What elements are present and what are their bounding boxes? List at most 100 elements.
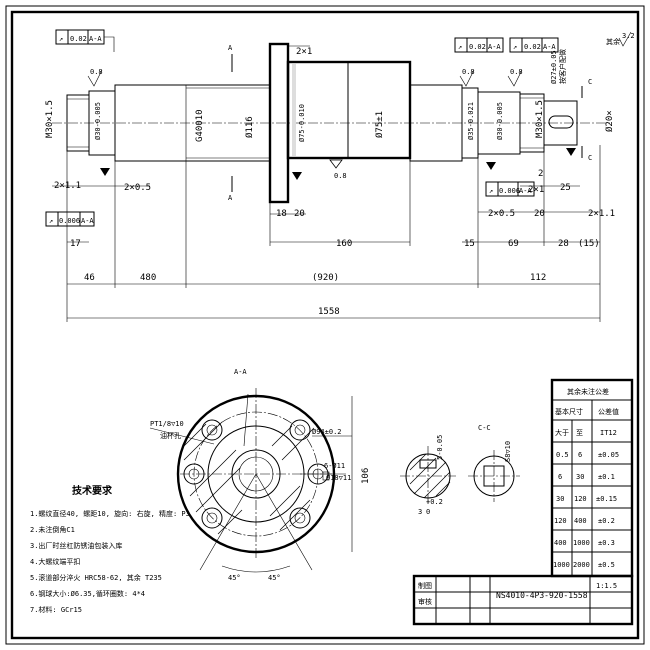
tech-item: 5.滚道部分淬火 HRC58-62, 其余 T235 bbox=[30, 573, 162, 582]
tolerance-cell: 1000 bbox=[573, 539, 590, 547]
datum-triangle-icon bbox=[486, 162, 496, 170]
dim-28: 28 bbox=[558, 239, 569, 249]
bolt-hole bbox=[201, 419, 223, 441]
fcf-3-symbol: ↗ bbox=[458, 43, 462, 51]
dim-2x0-5-left: 2×0.5 bbox=[124, 183, 151, 193]
keyway bbox=[548, 115, 574, 129]
surface-finish-rest: 其余 bbox=[606, 37, 620, 46]
tech-item: 7.材料: GCr15 bbox=[30, 605, 82, 614]
datum-triangle-icon bbox=[100, 168, 110, 176]
cc-tol-top: +0.2 bbox=[426, 498, 443, 506]
tolerance-cell: 0.5 bbox=[556, 451, 569, 459]
tolerance-table: 其余未注公差 基本尺寸 公差值 大于 至 IT12 0.5 6 ±0.05 6 … bbox=[550, 378, 634, 578]
nut-body bbox=[286, 60, 412, 160]
roughness-icon bbox=[87, 69, 103, 87]
length-dimensions: 2×1 2×1.1 2×0.5 17 18 20 160 15 69 28 (1… bbox=[52, 45, 615, 322]
shaft-view: A A C C bbox=[52, 42, 610, 204]
dim-20-left: 20 bbox=[294, 209, 305, 219]
fcf-5: ↗ 0.006 A-A bbox=[485, 181, 535, 197]
fcf-1-symbol: ↗ bbox=[59, 35, 63, 43]
feature-control-frames: ↗ 0.02 A-A ↗ 0.006 A-A ↗ 0.02 A-A ↗ 0.02 bbox=[45, 29, 559, 227]
diameter-labels: M30×1.5 Ø30-0.005 G40010 Ø116 Ø75-0.010 … bbox=[45, 49, 615, 142]
tech-item: 6.钢球大小:Ø6.35,循环圈数: 4*4 bbox=[30, 589, 145, 598]
tolerance-header-value: 公差值 bbox=[598, 407, 619, 416]
oil-hole-label: 油杯孔 bbox=[160, 431, 181, 440]
pt-hole-label: PT1/8▽10 bbox=[150, 420, 184, 428]
fcf-5-symbol: ↗ bbox=[489, 187, 493, 195]
bolt-hole bbox=[289, 507, 311, 529]
datum-triangle-icon bbox=[566, 148, 576, 156]
dia-d27-note: 按客户配做 bbox=[558, 49, 567, 84]
part-number: NS4010-4P3-920-1558 bbox=[496, 591, 588, 600]
dia-d75-a: Ø75-0.010 bbox=[298, 104, 306, 142]
flange-bore bbox=[231, 449, 281, 499]
section-aa-label: A-A bbox=[234, 368, 247, 376]
dim-46: 46 bbox=[84, 273, 95, 283]
dim-2x1-1-right: 2×1.1 bbox=[588, 209, 615, 219]
fcf-4-value: 0.02 bbox=[524, 43, 541, 51]
fcf-2: ↗ 0.006 A-A bbox=[45, 211, 95, 227]
dim-112: 112 bbox=[530, 273, 546, 283]
angle-left: 45° bbox=[228, 574, 241, 582]
roughness-value: 0.8 bbox=[462, 68, 475, 76]
roughness-icon bbox=[507, 69, 523, 87]
bolt-circle-label: Ø94±0.2 bbox=[312, 428, 342, 436]
dim-15: 15 bbox=[464, 239, 475, 249]
dim-160: 160 bbox=[336, 239, 352, 249]
tolerance-cell: 1000 bbox=[553, 561, 570, 569]
flange-section-aa: A-A 45° 45° bbox=[149, 368, 371, 582]
angle-right: 45° bbox=[268, 574, 281, 582]
fcf-1-datum: A-A bbox=[89, 35, 102, 43]
dim-480: 480 bbox=[140, 273, 156, 283]
tolerance-cell: 120 bbox=[574, 495, 587, 503]
dim-920: (920) bbox=[312, 273, 339, 283]
tolerance-cell: 400 bbox=[574, 517, 587, 525]
roughness-marks: 0.8 0.8 0.8 0.8 bbox=[87, 68, 576, 180]
roughness-value: 0.8 bbox=[510, 68, 523, 76]
tolerance-cell: 400 bbox=[554, 539, 567, 547]
tolerance-header-size: 基本尺寸 bbox=[555, 407, 583, 416]
fcf-1: ↗ 0.02 A-A bbox=[55, 29, 115, 52]
dim-2x1-1-left: 2×1.1 bbox=[54, 181, 81, 191]
dia-d30-right: Ø30-0.005 bbox=[496, 102, 504, 140]
dim-2: 2 bbox=[538, 169, 543, 179]
fcf-4-symbol: ↗ bbox=[513, 43, 517, 51]
dim-25: 25 bbox=[560, 183, 571, 193]
tolerance-cell: ±0.15 bbox=[596, 495, 617, 503]
cc-key-length: S8▽10 bbox=[504, 441, 512, 462]
cc-flat bbox=[419, 459, 437, 469]
roughness-value: 0.8 bbox=[90, 68, 103, 76]
fcf-4-datum: A-A bbox=[543, 43, 556, 51]
dim-18: 18 bbox=[276, 209, 287, 219]
dim-2x0-5-right: 2×0.5 bbox=[488, 209, 515, 219]
tolerance-sub-from: 大于 bbox=[555, 428, 569, 437]
section-marker-c-top: C bbox=[588, 78, 592, 86]
dia-d30-left: Ø30-0.005 bbox=[94, 102, 102, 140]
datum-triangle-icon bbox=[292, 172, 302, 180]
roughness-value: 0.8 bbox=[334, 172, 347, 180]
title-label-review: 审核 bbox=[418, 597, 432, 606]
tolerance-cell: 120 bbox=[554, 517, 567, 525]
shaft-segment-end bbox=[543, 100, 578, 146]
bolt-hole bbox=[289, 419, 311, 441]
tolerance-cell: 30 bbox=[556, 495, 564, 503]
fcf-2-symbol: ↗ bbox=[49, 217, 53, 225]
dia-m30-left: M30×1.5 bbox=[45, 100, 55, 138]
fcf-2-datum: A-A bbox=[81, 217, 94, 225]
dim-17: 17 bbox=[70, 239, 81, 249]
fcf-3-value: 0.02 bbox=[469, 43, 486, 51]
fcf-5-value: 0.006 bbox=[499, 187, 520, 195]
cc-key-width: 3 bbox=[418, 508, 422, 516]
dia-d116: Ø116 bbox=[244, 116, 255, 138]
fcf-2-value: 0.006 bbox=[59, 217, 80, 225]
tolerance-cell: 30 bbox=[576, 473, 584, 481]
section-marker-a-top: A bbox=[228, 44, 233, 52]
section-marker-a-bottom: A bbox=[228, 194, 233, 202]
tech-item: 3.出厂时丝杠防锈油包装入库 bbox=[30, 541, 122, 550]
fcf-3: ↗ 0.02 A-A bbox=[454, 37, 504, 53]
roughness-icon bbox=[459, 69, 475, 87]
tolerance-cell: ±0.1 bbox=[598, 473, 615, 481]
flange-shaft bbox=[238, 456, 274, 492]
bolt-hole bbox=[183, 463, 205, 485]
